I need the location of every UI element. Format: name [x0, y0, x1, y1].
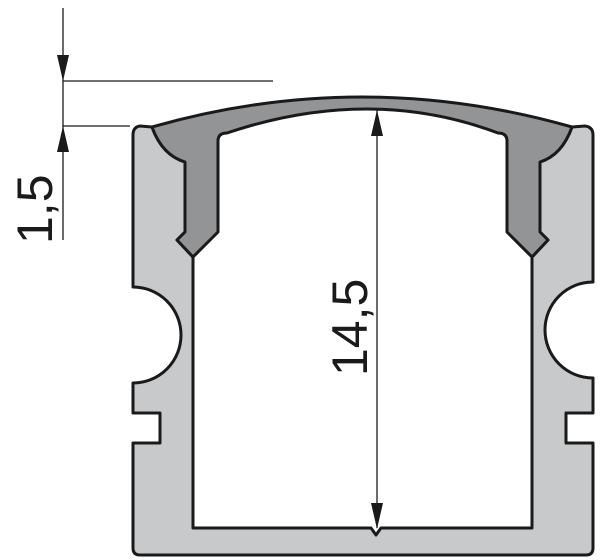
arrow-down-icon — [57, 55, 69, 81]
inner-height-label: 14,5 — [322, 279, 378, 376]
inner-height-dimension — [371, 110, 383, 529]
arrow-up-icon — [57, 126, 69, 152]
arrow-down-icon — [371, 503, 383, 529]
diffuser-cover — [150, 95, 574, 259]
cover-height-label: 1,5 — [7, 174, 63, 244]
arrow-up-icon — [371, 110, 383, 136]
cover-height-dimension — [57, 8, 273, 240]
